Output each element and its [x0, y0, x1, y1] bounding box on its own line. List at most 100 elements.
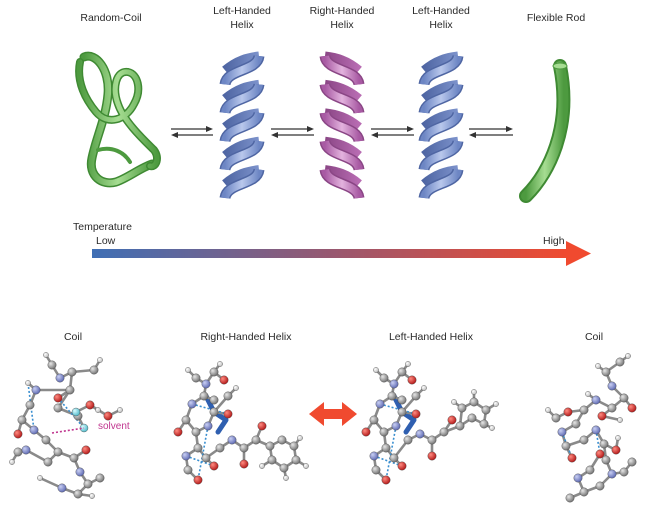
nitrogen-atom: [31, 385, 41, 395]
carbon-atom: [579, 405, 589, 415]
hydrogen-atom: [297, 435, 303, 441]
nitrogen-atom: [389, 379, 399, 389]
carbon-atom: [209, 367, 219, 377]
oxygen-atom: [381, 475, 391, 485]
oxygen-atom: [13, 429, 23, 439]
oxygen-atom: [567, 453, 577, 463]
carbon-atom: [457, 403, 467, 413]
carbon-atom: [599, 439, 609, 449]
forward-arrow-head: [407, 126, 414, 132]
carbon-atom: [181, 415, 191, 425]
svg-text:Left-Handed: Left-Handed: [213, 5, 271, 17]
hydrogen-bond: [185, 455, 215, 467]
oxygen-atom: [595, 449, 605, 459]
equilibrium-arrows-3: [371, 126, 414, 138]
carbon-atom: [291, 455, 301, 465]
svg-text:Flexible Rod: Flexible Rod: [527, 12, 586, 24]
nitrogen-atom: [57, 483, 67, 493]
helix-front-strand: [420, 111, 462, 143]
carbon-atom: [601, 367, 611, 377]
state-label-flexible-rod: Flexible Rod: [527, 12, 586, 24]
helix-front-strand: [321, 54, 363, 86]
oxygen-atom: [193, 475, 203, 485]
oxygen-atom: [611, 445, 621, 455]
hydrogen-atom: [233, 385, 239, 391]
helix-front-strand: [321, 83, 363, 115]
carbon-atom: [89, 365, 99, 375]
hydrogen-atom: [117, 407, 123, 413]
nitrogen-atom: [391, 421, 401, 431]
hydrogen-bond: [385, 425, 397, 481]
backward-arrow-head: [271, 132, 278, 138]
forward-arrow-head: [307, 126, 314, 132]
carbon-atom: [279, 463, 289, 473]
carbon-atom: [369, 415, 379, 425]
forward-arrow-head: [206, 126, 213, 132]
svg-text:Helix: Helix: [429, 19, 453, 31]
carbon-atom: [619, 467, 629, 477]
oxygen-atom: [173, 427, 183, 437]
helix-front-strand: [321, 168, 363, 200]
nitrogen-atom: [557, 427, 567, 437]
carbon-atom: [439, 427, 449, 437]
oxygen-atom: [597, 411, 607, 421]
carbon-atom: [13, 447, 23, 457]
nitrogen-atom: [227, 435, 237, 445]
carbon-atom: [469, 397, 479, 407]
oxygen-atom: [361, 427, 371, 437]
carbon-atom: [427, 435, 437, 445]
oxygen-atom: [85, 400, 95, 410]
equilibrium-arrows-4: [469, 126, 513, 138]
carbon-atom: [265, 441, 275, 451]
oxygen-atom: [411, 409, 421, 419]
nitrogen-atom: [415, 429, 425, 439]
left-handed-helix-2: [418, 51, 464, 200]
oxygen-atom: [81, 445, 91, 455]
hydrogen-atom: [405, 361, 411, 367]
temperature-gradient-arrow: [92, 241, 591, 266]
hydrogen-atom: [617, 417, 623, 423]
nitrogen-atom: [21, 445, 31, 455]
carbon-atom: [83, 479, 93, 489]
helix-front-strand: [420, 168, 462, 200]
equilibrium-arrows-1: [171, 126, 213, 138]
carbon-atom: [67, 367, 77, 377]
carbon-atom: [223, 391, 233, 401]
carbon-atom: [615, 357, 625, 367]
hydrogen-atom: [615, 435, 621, 441]
hydrogen-atom: [217, 361, 223, 367]
hydrogen-atom: [471, 389, 477, 395]
hydrogen-atom: [43, 352, 49, 358]
molecule-coil-2: [545, 353, 637, 503]
nitrogen-atom: [181, 451, 191, 461]
carbon-atom: [571, 419, 581, 429]
solvent-atom: [71, 407, 81, 417]
oxygen-atom: [223, 409, 233, 419]
molecule-coil-1: [9, 352, 123, 499]
oxygen-atom: [209, 461, 219, 471]
carbon-atom: [199, 391, 209, 401]
hydrogen-atom: [595, 363, 601, 369]
oxygen-atom: [257, 421, 267, 431]
carbon-atom: [41, 435, 51, 445]
carbon-atom: [595, 481, 605, 491]
oxygen-atom: [219, 375, 229, 385]
interconversion-double-arrow: [309, 402, 357, 426]
nitrogen-atom: [201, 379, 211, 389]
nitrogen-atom: [75, 467, 85, 477]
panel-title-left-helix: Left-Handed Helix: [389, 331, 474, 343]
hydrogen-atom: [489, 425, 495, 431]
helix-front-strand: [420, 139, 462, 171]
oxygen-atom: [397, 461, 407, 471]
carbon-atom: [43, 457, 53, 467]
carbon-atom: [193, 443, 203, 453]
carbon-atom: [267, 455, 277, 465]
carbon-atom: [607, 403, 617, 413]
carbon-atom: [209, 407, 219, 417]
helix-front-strand: [321, 111, 363, 143]
svg-text:Helix: Helix: [230, 19, 254, 31]
hydrogen-atom: [585, 391, 591, 397]
carbon-atom: [379, 427, 389, 437]
carbon-atom: [397, 407, 407, 417]
hydrogen-bond: [197, 425, 209, 481]
